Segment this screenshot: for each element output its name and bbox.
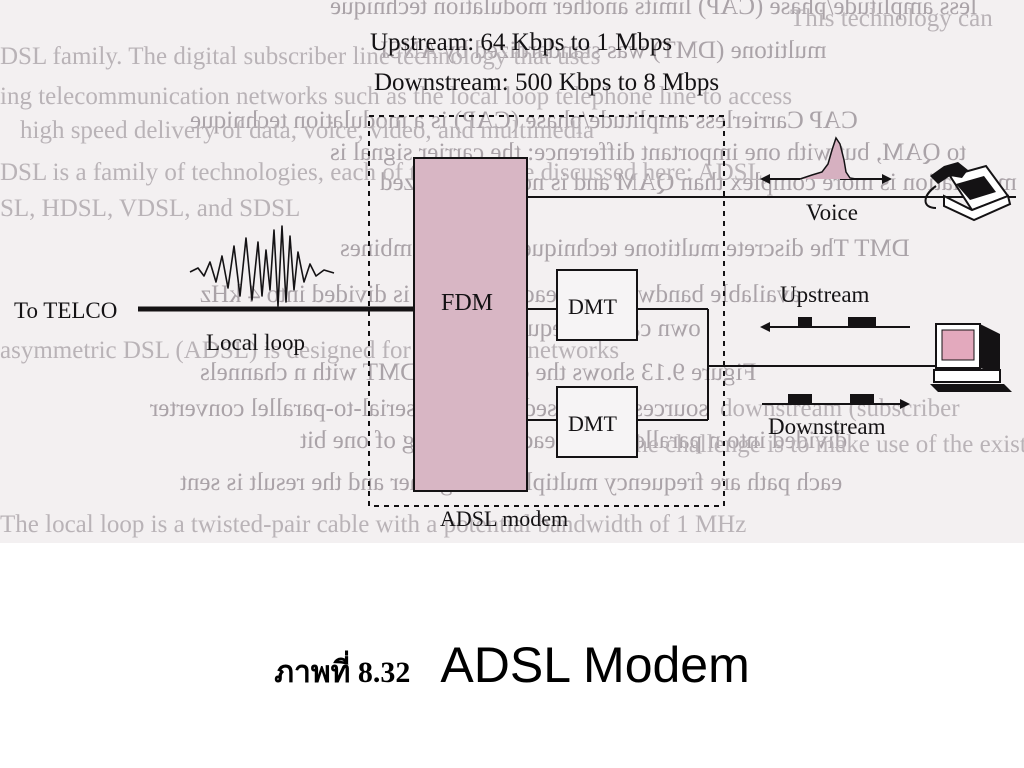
computer-icon [930, 323, 1012, 392]
bleed-line: DSL family. The digital subscriber line … [0, 43, 601, 70]
upstream-data-pulse [848, 317, 876, 327]
bleed-line: downstream (subscriber [720, 395, 960, 422]
figure-caption: ภาพที่ 8.32 ADSL Modem [0, 636, 1024, 696]
upstream-label: Upstream [780, 282, 870, 307]
dmt-upstream-label: DMT [568, 294, 617, 319]
caption-prefix: ภาพที่ 8.32 [274, 656, 411, 689]
bleed-line: high speed delivery of data, voice, vide… [20, 117, 595, 144]
downstream-data-pulse [788, 394, 812, 404]
upstream-rate-label: Upstream: 64 Kbps to 1 Mbps [370, 29, 672, 56]
dmt-downstream-label: DMT [568, 411, 617, 436]
dmt-downstream-block [556, 386, 638, 458]
bleed-line: SL, HDSL, VDSL, and SDSL [0, 195, 301, 222]
bleed-line: DSL is a family of technologies, each of… [0, 159, 770, 186]
bleed-line: The local loop is a twisted-pair cable w… [0, 511, 747, 538]
downstream-rate-label: Downstream: 500 Kbps to 8 Mbps [374, 69, 719, 96]
caption-title: ADSL Modem [440, 637, 750, 693]
voice-spectrum [799, 136, 857, 180]
dmt-upstream-block [556, 269, 638, 341]
bleed-line: The challenge is to make use of the exis… [620, 431, 1024, 458]
voice-label: Voice [806, 200, 858, 225]
fdm-label: FDM [441, 290, 493, 316]
downstream-data-pulse [850, 394, 874, 404]
telephone-icon [924, 162, 1012, 222]
fdm-block [413, 157, 528, 492]
local-loop-label: Local loop [206, 330, 305, 355]
to-telco-label: To TELCO [14, 298, 117, 323]
downstream-label: Downstream [768, 414, 886, 439]
bleed-line: ing telecommunication networks such as t… [0, 83, 793, 110]
scanned-figure: less amplitude/phase (CAP) limits anothe… [0, 0, 1024, 543]
signal-waveform [189, 225, 335, 307]
adsl-modem-diagram: Upstream: 64 Kbps to 1 Mbps Downstream: … [14, 29, 1016, 531]
upstream-data-pulse [798, 317, 812, 327]
bleed-line: This technology can [790, 5, 993, 32]
bleed-through-text: less amplitude/phase (CAP) limits anothe… [0, 0, 1024, 538]
adsl-modem-label: ADSL modem [440, 506, 568, 531]
